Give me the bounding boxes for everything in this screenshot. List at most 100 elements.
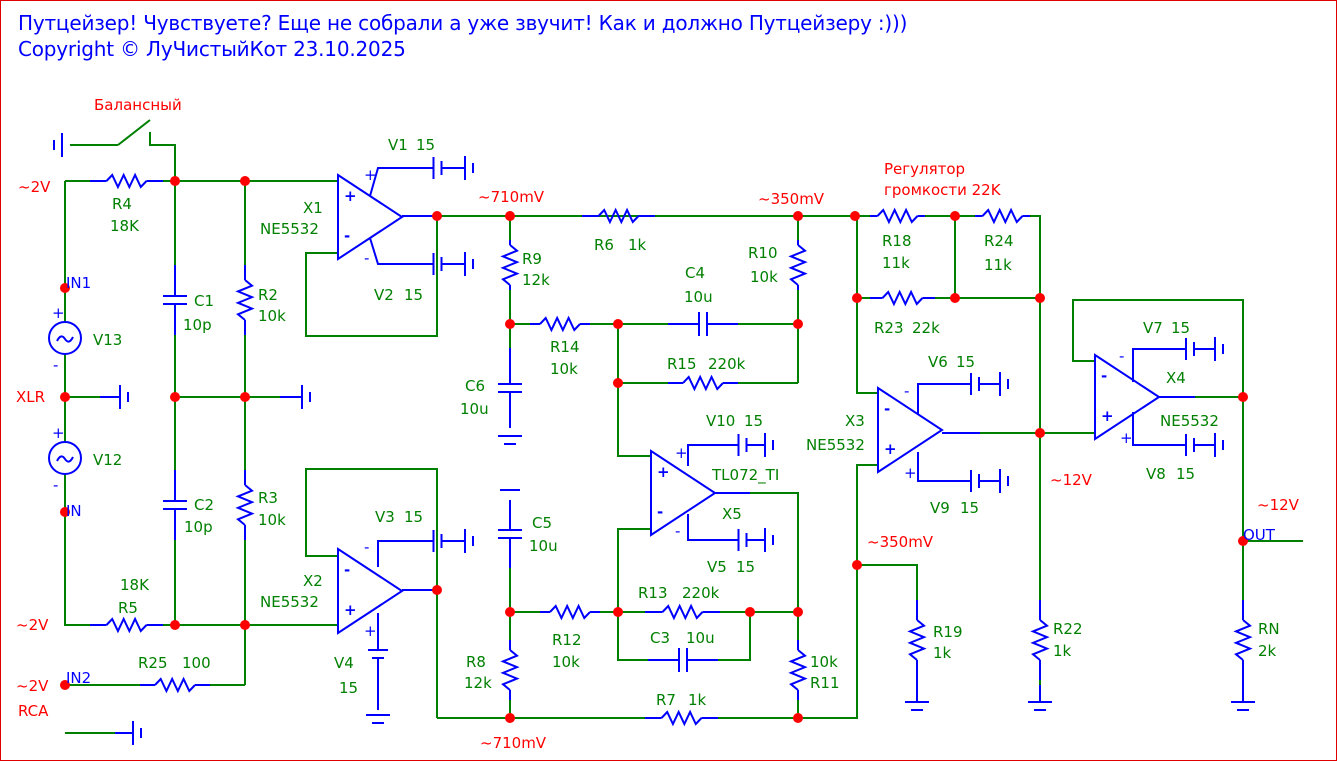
- rca-label: RCA: [18, 702, 49, 720]
- wire: [1030, 215, 1041, 298]
- label-r7-name: R7: [656, 691, 676, 709]
- minus-sign: -: [904, 382, 909, 400]
- wire: [617, 612, 648, 661]
- label-r11-value: 10k: [810, 653, 838, 671]
- junction-nodes: [60, 176, 1248, 723]
- v9-battery: [950, 470, 1000, 492]
- label-x1-name: X1: [303, 199, 323, 217]
- junction-node: [170, 176, 180, 186]
- label-r12-name: R12: [552, 631, 582, 649]
- label-c6-value: 10u: [460, 400, 489, 418]
- wire: [305, 468, 438, 718]
- label-c2-value: 10p: [184, 518, 213, 536]
- v5-battery: [720, 529, 765, 551]
- ground-icon: [119, 385, 129, 409]
- input-sign: -: [344, 227, 350, 245]
- r9-resistor: [500, 240, 520, 290]
- label-r22-value: 1k: [1053, 642, 1072, 660]
- junction-node: [505, 713, 515, 723]
- label-x3-name: X3: [845, 412, 865, 430]
- label-c5-value: 10u: [529, 537, 558, 555]
- input-sign: +: [344, 601, 357, 619]
- resistor-zigzag: [876, 207, 919, 225]
- v1-battery: [410, 157, 465, 179]
- ground-icon: [366, 714, 390, 724]
- junction-node: [1238, 392, 1248, 402]
- r25-resistor: [140, 676, 210, 694]
- resistor-zigzag: [500, 649, 520, 691]
- junction-node: [240, 176, 250, 186]
- net-label-in1: IN1: [66, 274, 91, 292]
- label-v3-value: 15: [404, 508, 423, 526]
- label-v7-name: V7: [1143, 319, 1163, 337]
- junction-node: [432, 211, 442, 221]
- ground-icon: [764, 433, 774, 457]
- junction-node: [950, 293, 960, 303]
- label-r12-value: 10k: [552, 653, 580, 671]
- opamp-triangle: [650, 449, 717, 537]
- ground-icon: [999, 469, 1009, 493]
- junction-node: [240, 620, 250, 630]
- junction-node: [170, 620, 180, 630]
- label-r5-name: R5: [118, 599, 138, 617]
- junction-node: [793, 607, 803, 617]
- label-r8-value: 12k: [464, 674, 492, 692]
- wire: [856, 216, 870, 299]
- schematic-title: Путцейзер! Чувствуете? Еще не собрали а …: [18, 11, 908, 35]
- junction-node: [613, 319, 623, 329]
- label-c2-name: C2: [194, 496, 214, 514]
- junction-node: [850, 211, 860, 221]
- wire: [617, 324, 668, 384]
- label-x2-value: NE5532: [260, 593, 319, 611]
- v7-battery: [1165, 338, 1215, 360]
- junction-node: [1238, 536, 1248, 546]
- junction-node: [613, 607, 623, 617]
- label-v8-name: V8: [1146, 465, 1166, 483]
- label-v9-name: V9: [930, 499, 950, 517]
- ground-icon: [464, 252, 474, 276]
- ground-icon: [905, 701, 929, 711]
- input-sign: -: [1101, 367, 1107, 385]
- x1-opamp: +-: [337, 173, 404, 261]
- volume-label-line1: Регулятор: [884, 160, 965, 178]
- minus-sign: -: [364, 249, 369, 267]
- r6-resistor: [582, 207, 655, 225]
- label-r9-value: 12k: [522, 271, 550, 289]
- label-r10-value: 10k: [750, 268, 778, 286]
- resistor-zigzag: [881, 289, 924, 307]
- source-circle: [48, 321, 82, 355]
- label-v8-value: 15: [1176, 465, 1195, 483]
- label-r15-value: 220k: [708, 355, 746, 373]
- label-v13: V13: [93, 331, 122, 349]
- wire: [305, 216, 438, 337]
- resistor-zigzag: [907, 619, 927, 661]
- r15-resistor: [668, 374, 738, 392]
- resistor-zigzag: [1233, 619, 1253, 661]
- ground-icon: [498, 435, 522, 445]
- wire: [856, 298, 878, 394]
- label-v2-name: V2: [374, 286, 394, 304]
- resistor-zigzag: [981, 207, 1024, 225]
- xlr-label: XLR: [16, 388, 45, 406]
- label-r22-name: R22: [1053, 620, 1083, 638]
- label-v6-value: 15: [956, 353, 975, 371]
- r12-resistor: [540, 603, 600, 621]
- label-r14-value: 10k: [550, 360, 578, 378]
- voltage-label-r19: ~350mV: [867, 533, 934, 551]
- label-c6-name: C6: [465, 377, 485, 395]
- v2-battery: [410, 253, 465, 275]
- label-r11-name: R11: [810, 674, 840, 692]
- resistor-zigzag: [105, 616, 148, 634]
- label-x5-name: X5: [722, 505, 742, 523]
- r10-resistor: [788, 240, 808, 290]
- r18-resistor: [870, 207, 925, 225]
- label-r2-value: 10k: [258, 307, 286, 325]
- supply-lead: [369, 167, 410, 197]
- voltage-label-x3-out: ~12V: [1050, 471, 1093, 489]
- x5-opamp: +-: [650, 449, 717, 537]
- c5-capacitor: [498, 500, 522, 568]
- junction-node: [950, 211, 960, 221]
- supply-lead: [917, 452, 950, 482]
- resistor-zigzag: [549, 603, 591, 621]
- label-v4-value: 15: [339, 679, 358, 697]
